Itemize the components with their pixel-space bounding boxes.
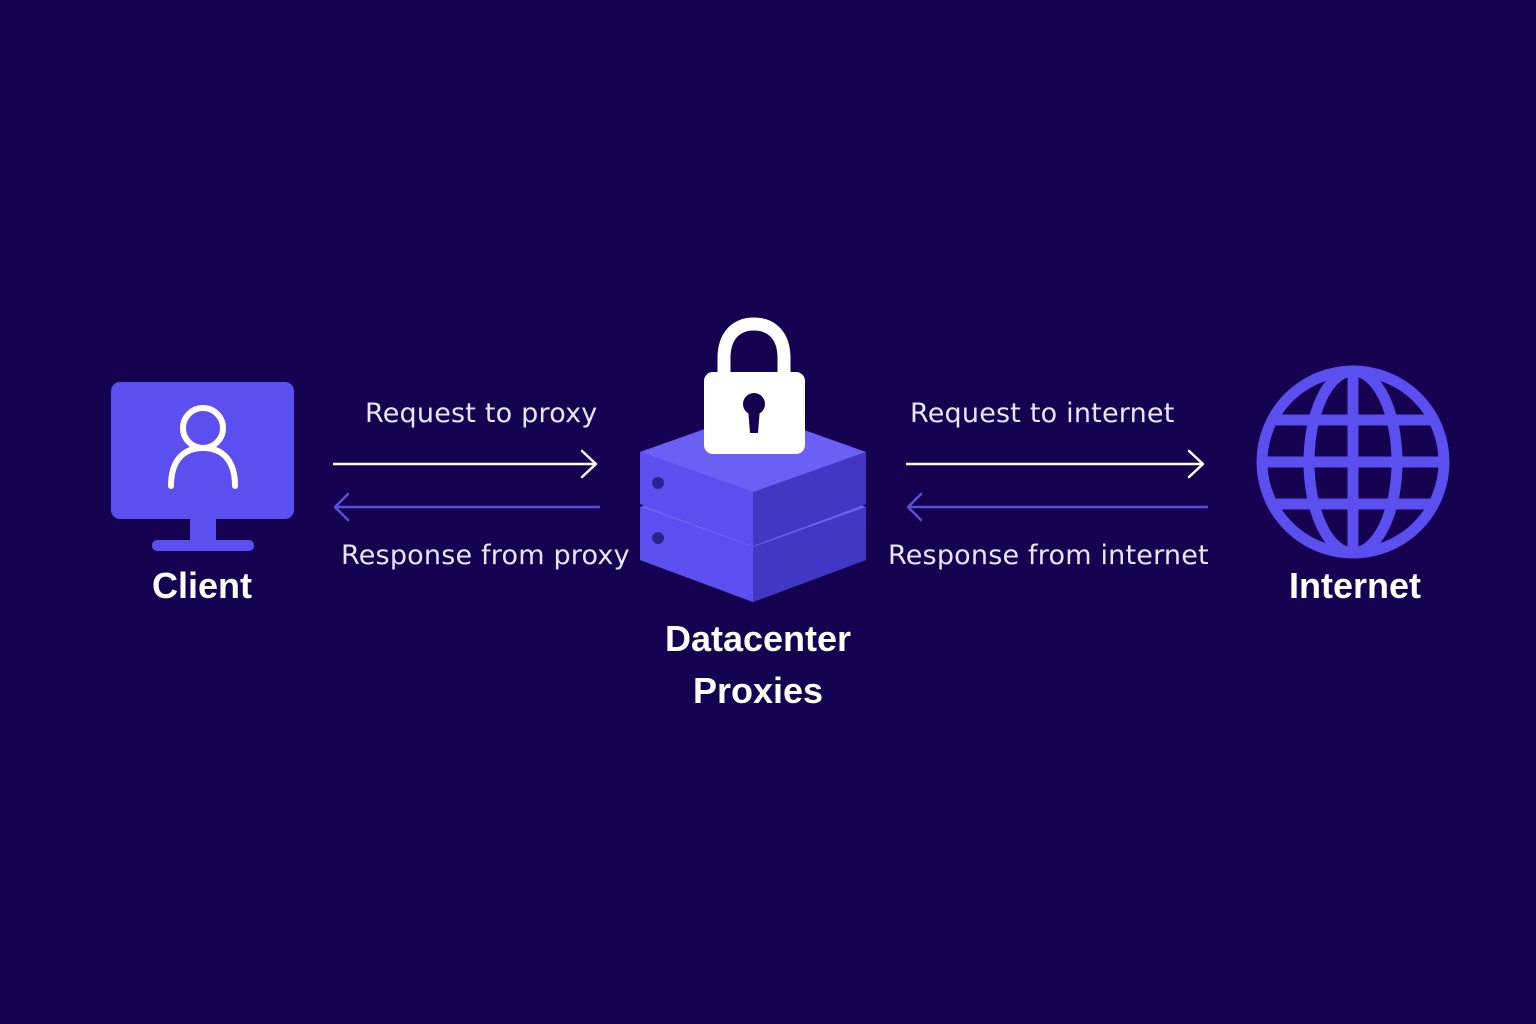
internet-label: Internet <box>1288 565 1421 606</box>
request-to-internet-label: Request to internet <box>910 398 1175 429</box>
response-from-proxy-label: Response from proxy <box>341 540 630 571</box>
request-to-proxy-label: Request to proxy <box>365 398 598 429</box>
proxy-label-line2: Proxies <box>692 670 824 711</box>
monitor-user-icon <box>111 382 294 551</box>
request-arrow-right-internet <box>906 449 1205 479</box>
server-lock-icon <box>640 317 866 602</box>
response-from-internet-label: Response from internet <box>888 540 1209 571</box>
response-arrow-left <box>333 492 600 522</box>
response-arrow-left-internet <box>906 492 1208 522</box>
request-arrow-right <box>333 449 598 479</box>
client-label: Client <box>151 565 252 606</box>
globe-icon <box>1256 365 1450 559</box>
proxy-label-line1: Datacenter <box>664 618 852 659</box>
